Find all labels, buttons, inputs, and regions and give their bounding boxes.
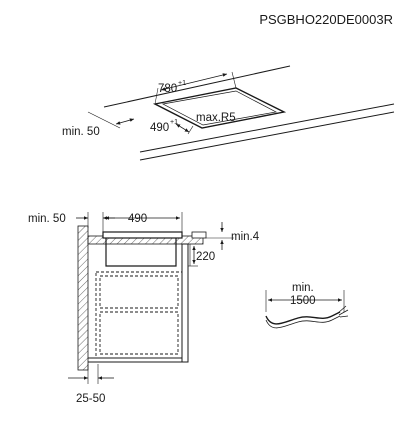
dim-length-line [160, 73, 228, 91]
side-rear-clearance-label: min. 50 [28, 213, 66, 225]
dim-length-ext-right [231, 71, 237, 89]
top-view [87, 65, 395, 161]
dim-front-line [115, 118, 135, 125]
side-gap-label: min.4 [231, 231, 260, 243]
worktop-front-edge [139, 103, 395, 153]
side-height-label: 220 [196, 251, 215, 263]
hob-top-plate [102, 231, 183, 239]
top-width-tolerance: +1 [170, 119, 178, 126]
cable-labels: min. 1500 [290, 282, 316, 307]
dim-length-ext-left [154, 87, 159, 105]
cable-body-shadow [265, 315, 341, 329]
cable-body [265, 311, 341, 325]
side-thickness-label: 25-50 [76, 393, 105, 405]
cable-min-label: min. [292, 282, 314, 294]
worktop-front-edge-lower [139, 111, 395, 161]
side-view-labels: min. 50 490 min.4 220 25-50 [28, 213, 260, 405]
rear-wall [77, 225, 89, 371]
top-length-tolerance: +1 [178, 80, 186, 87]
cable-strand-1 [337, 305, 347, 314]
cable-strand-3 [339, 315, 349, 318]
top-width-label: 490 [150, 122, 169, 134]
dim-width-line [175, 123, 190, 133]
side-cutout-width-label: 490 [128, 213, 147, 225]
radius-leader [187, 125, 194, 135]
drawer-lower [99, 311, 179, 355]
cabinet-outline [95, 271, 183, 359]
cabinet-front-panel [181, 243, 189, 363]
worktop-front-lip [191, 231, 207, 239]
drawer-upper [99, 275, 179, 309]
cable-length-label: 1500 [290, 295, 316, 307]
cable-detail [265, 290, 349, 329]
cutout-inner-rim [161, 90, 278, 126]
side-view [68, 212, 234, 384]
top-front-clearance-label: min. 50 [62, 126, 100, 138]
top-radius-label: max.R5 [196, 112, 236, 124]
cable-strand-2 [338, 309, 349, 316]
top-view-labels: 780 +1 max.R5 490 +1 min. 50 [62, 80, 236, 138]
cutout-depth-line [201, 111, 285, 129]
dim-front-ext [87, 111, 121, 129]
hob-body [105, 238, 177, 267]
top-length-label: 780 [158, 83, 177, 95]
document-code: PSGBHO220DE0003R [259, 12, 393, 27]
